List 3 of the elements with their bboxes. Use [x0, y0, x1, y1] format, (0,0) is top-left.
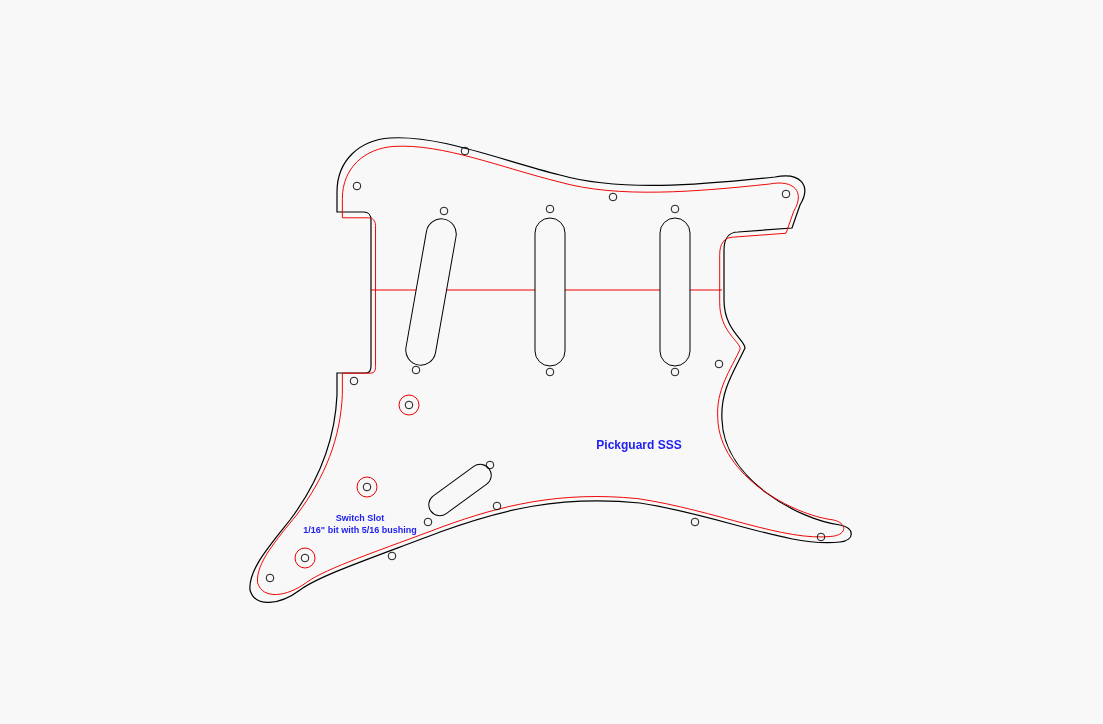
slot-note: 1/16" bit with 5/16 bushing	[303, 526, 417, 535]
slot-note: Switch Slot	[335, 514, 385, 523]
template-title: Pickguard SSS	[596, 439, 682, 451]
